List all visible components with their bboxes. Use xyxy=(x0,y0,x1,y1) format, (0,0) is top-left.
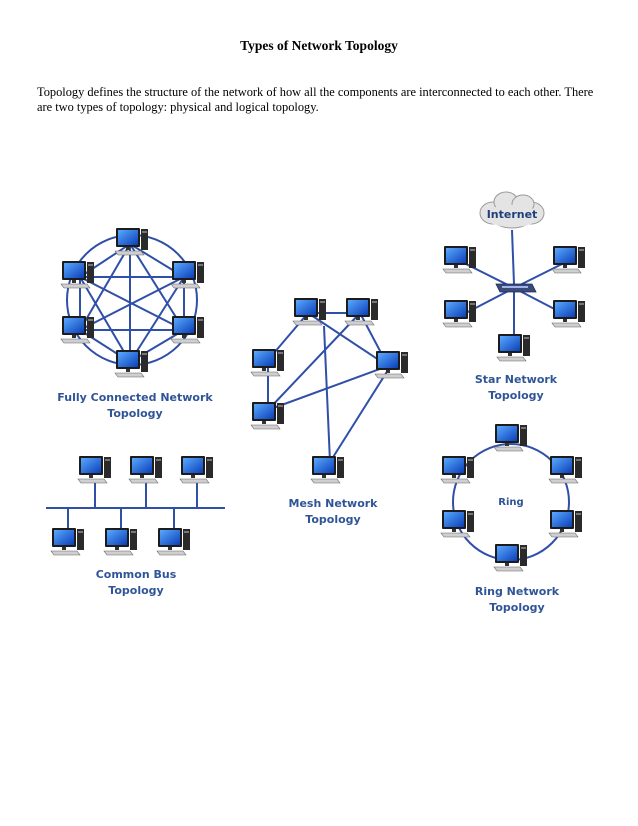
fully-connected-caption-line1: Fully Connected Network xyxy=(57,391,213,404)
star-topology: Internet Star Network Topology xyxy=(442,191,586,402)
mesh-topology: Mesh Network Topology xyxy=(250,297,409,526)
mesh-caption-line2: Topology xyxy=(305,513,360,526)
star-caption-line2: Topology xyxy=(488,389,543,402)
bus-caption-line2: Topology xyxy=(108,584,163,597)
computer-icon xyxy=(493,543,528,572)
bus-topology: Common Bus Topology xyxy=(46,455,225,597)
ring-caption-line2: Topology xyxy=(489,601,544,614)
computer-icon xyxy=(60,315,95,344)
page-title: Types of Network Topology xyxy=(240,38,398,53)
computer-icon xyxy=(442,299,477,328)
computer-icon xyxy=(496,333,531,362)
bus-drops xyxy=(67,480,198,530)
computer-icon xyxy=(60,260,95,289)
ring-center-label: Ring xyxy=(498,497,523,508)
internet-label: Internet xyxy=(487,208,538,221)
computer-icon xyxy=(170,315,205,344)
ring-caption-line1: Ring Network xyxy=(475,585,560,598)
computer-icon xyxy=(250,401,285,430)
computer-icon xyxy=(493,423,528,452)
ring-topology: Ring Ring Network Topology xyxy=(440,423,583,614)
computer-icon xyxy=(344,297,379,326)
computer-icon xyxy=(156,527,191,556)
star-caption-line1: Star Network xyxy=(475,373,558,386)
computer-icon xyxy=(50,527,85,556)
cloud-icon xyxy=(479,191,545,229)
computer-icon xyxy=(442,245,477,274)
computer-icon xyxy=(77,455,112,484)
fully-connected-topology: Fully Connected Network Topology xyxy=(57,227,213,420)
computer-icon xyxy=(374,350,409,379)
intro-paragraph: Topology defines the structure of the ne… xyxy=(37,85,594,114)
computer-icon xyxy=(179,455,214,484)
computer-icon xyxy=(114,349,149,378)
computer-icon xyxy=(548,509,583,538)
computer-icon xyxy=(440,509,475,538)
bus-caption-line1: Common Bus xyxy=(96,568,177,581)
computer-icon xyxy=(440,455,475,484)
mesh-caption-line1: Mesh Network xyxy=(289,497,379,510)
switch-icon xyxy=(495,283,537,293)
mesh-links xyxy=(267,312,389,463)
computer-icon xyxy=(170,260,205,289)
fully-connected-links xyxy=(79,243,185,363)
computer-icon xyxy=(103,527,138,556)
computer-icon xyxy=(128,455,163,484)
computer-icon xyxy=(548,455,583,484)
computer-icon xyxy=(310,455,345,484)
computer-icon xyxy=(551,245,586,274)
computer-icon xyxy=(250,348,285,377)
computer-icon xyxy=(551,299,586,328)
fully-connected-caption-line2: Topology xyxy=(107,407,162,420)
